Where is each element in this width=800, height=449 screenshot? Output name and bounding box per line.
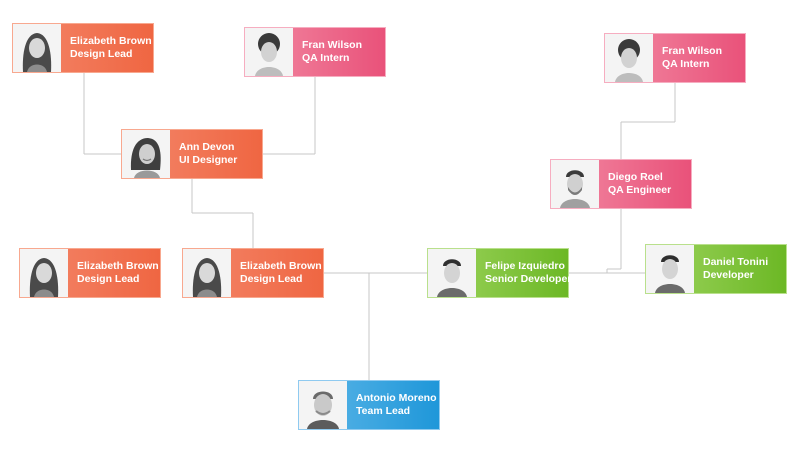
avatar bbox=[13, 24, 61, 72]
node-role: UI Designer bbox=[179, 154, 238, 166]
org-node-fran-wilson-top[interactable]: Fran Wilson QA Intern bbox=[244, 27, 386, 77]
org-node-elizabeth-brown-left[interactable]: Elizabeth Brown Design Lead bbox=[19, 248, 161, 298]
node-name: Fran Wilson bbox=[662, 45, 722, 57]
node-name: Elizabeth Brown bbox=[77, 260, 159, 272]
avatar bbox=[245, 28, 293, 76]
portrait-icon bbox=[299, 381, 347, 429]
portrait-icon bbox=[428, 249, 476, 297]
portrait-icon bbox=[646, 245, 694, 293]
node-name: Antonio Moreno bbox=[356, 392, 437, 404]
portrait-icon bbox=[551, 160, 599, 208]
org-node-daniel-tonini[interactable]: Daniel Tonini Developer bbox=[645, 244, 787, 294]
node-role: Developer bbox=[703, 269, 754, 281]
org-node-elizabeth-brown-top[interactable]: Elizabeth Brown Design Lead bbox=[12, 23, 154, 73]
portrait-icon bbox=[605, 34, 653, 82]
avatar bbox=[122, 130, 170, 178]
avatar bbox=[20, 249, 68, 297]
avatar bbox=[299, 381, 347, 429]
node-role: QA Intern bbox=[302, 52, 350, 64]
node-name: Elizabeth Brown bbox=[240, 260, 322, 272]
org-node-fran-wilson-right[interactable]: Fran Wilson QA Intern bbox=[604, 33, 746, 83]
avatar bbox=[428, 249, 476, 297]
node-name: Diego Roel bbox=[608, 171, 663, 183]
node-role: QA Intern bbox=[662, 58, 710, 70]
org-node-felipe-izquiedro[interactable]: Felipe Izquiedro Senior Developer bbox=[427, 248, 572, 298]
node-name: Felipe Izquiedro bbox=[485, 260, 565, 272]
avatar bbox=[605, 34, 653, 82]
node-name: Daniel Tonini bbox=[703, 256, 769, 268]
portrait-icon bbox=[20, 249, 68, 297]
node-role: Design Lead bbox=[77, 273, 140, 285]
portrait-icon bbox=[122, 130, 170, 178]
node-role: QA Engineer bbox=[608, 184, 672, 196]
portrait-icon bbox=[245, 28, 293, 76]
avatar bbox=[551, 160, 599, 208]
org-node-elizabeth-brown-middle[interactable]: Elizabeth Brown Design Lead bbox=[182, 248, 324, 298]
org-node-diego-roel[interactable]: Diego Roel QA Engineer bbox=[550, 159, 692, 209]
node-name: Fran Wilson bbox=[302, 39, 362, 51]
org-node-ann-devon[interactable]: Ann Devon UI Designer bbox=[121, 129, 263, 179]
portrait-icon bbox=[13, 24, 61, 72]
portrait-icon bbox=[183, 249, 231, 297]
node-role: Team Lead bbox=[356, 405, 411, 417]
node-role: Senior Developer bbox=[485, 273, 572, 285]
node-name: Ann Devon bbox=[179, 141, 235, 153]
node-role: Design Lead bbox=[240, 273, 303, 285]
node-name: Elizabeth Brown bbox=[70, 35, 152, 47]
avatar bbox=[646, 245, 694, 293]
org-node-antonio-moreno[interactable]: Antonio Moreno Team Lead bbox=[298, 380, 440, 430]
node-role: Design Lead bbox=[70, 48, 133, 60]
avatar bbox=[183, 249, 231, 297]
